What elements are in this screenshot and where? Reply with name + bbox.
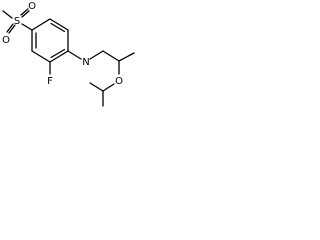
bond-methyl-top	[118, 52, 135, 62]
bond-sulfur-oxygen-top-2	[21, 10, 30, 18]
bond-ring-2	[49, 18, 69, 31]
sulfonyl-oxygen-bottom-label: O	[2, 35, 10, 46]
bond-ring-1	[31, 18, 51, 31]
bond-methyl-sulfur	[2, 10, 13, 19]
bond-morph-4	[102, 83, 115, 92]
sulfonyl-oxygen-top-label: O	[28, 1, 36, 12]
bond-aryl-nitrogen	[67, 50, 82, 60]
fluorine-label: F	[47, 76, 53, 87]
bond-ring-5	[31, 50, 51, 63]
bond-morph-5	[89, 82, 104, 92]
bond-ring-4	[49, 50, 69, 63]
bond-sulfur-oxygen-bottom	[6, 23, 14, 33]
morpholine-nitrogen-label: N	[82, 57, 89, 68]
bond-sulfur-aryl	[21, 23, 33, 31]
molecule-structure: S O O F N O	[2, 1, 135, 107]
bond-sulfur-oxygen-bottom-2	[8, 24, 16, 34]
sulfur-label: S	[14, 16, 20, 27]
bond-ring-inner-1	[50, 22, 66, 33]
bond-group	[2, 8, 135, 107]
morpholine-oxygen-label: O	[115, 76, 123, 87]
bond-sulfur-oxygen-top	[20, 8, 29, 16]
bond-ring-inner-2	[50, 48, 66, 59]
bond-morph-1	[89, 50, 104, 60]
bond-morph-2	[102, 50, 120, 62]
